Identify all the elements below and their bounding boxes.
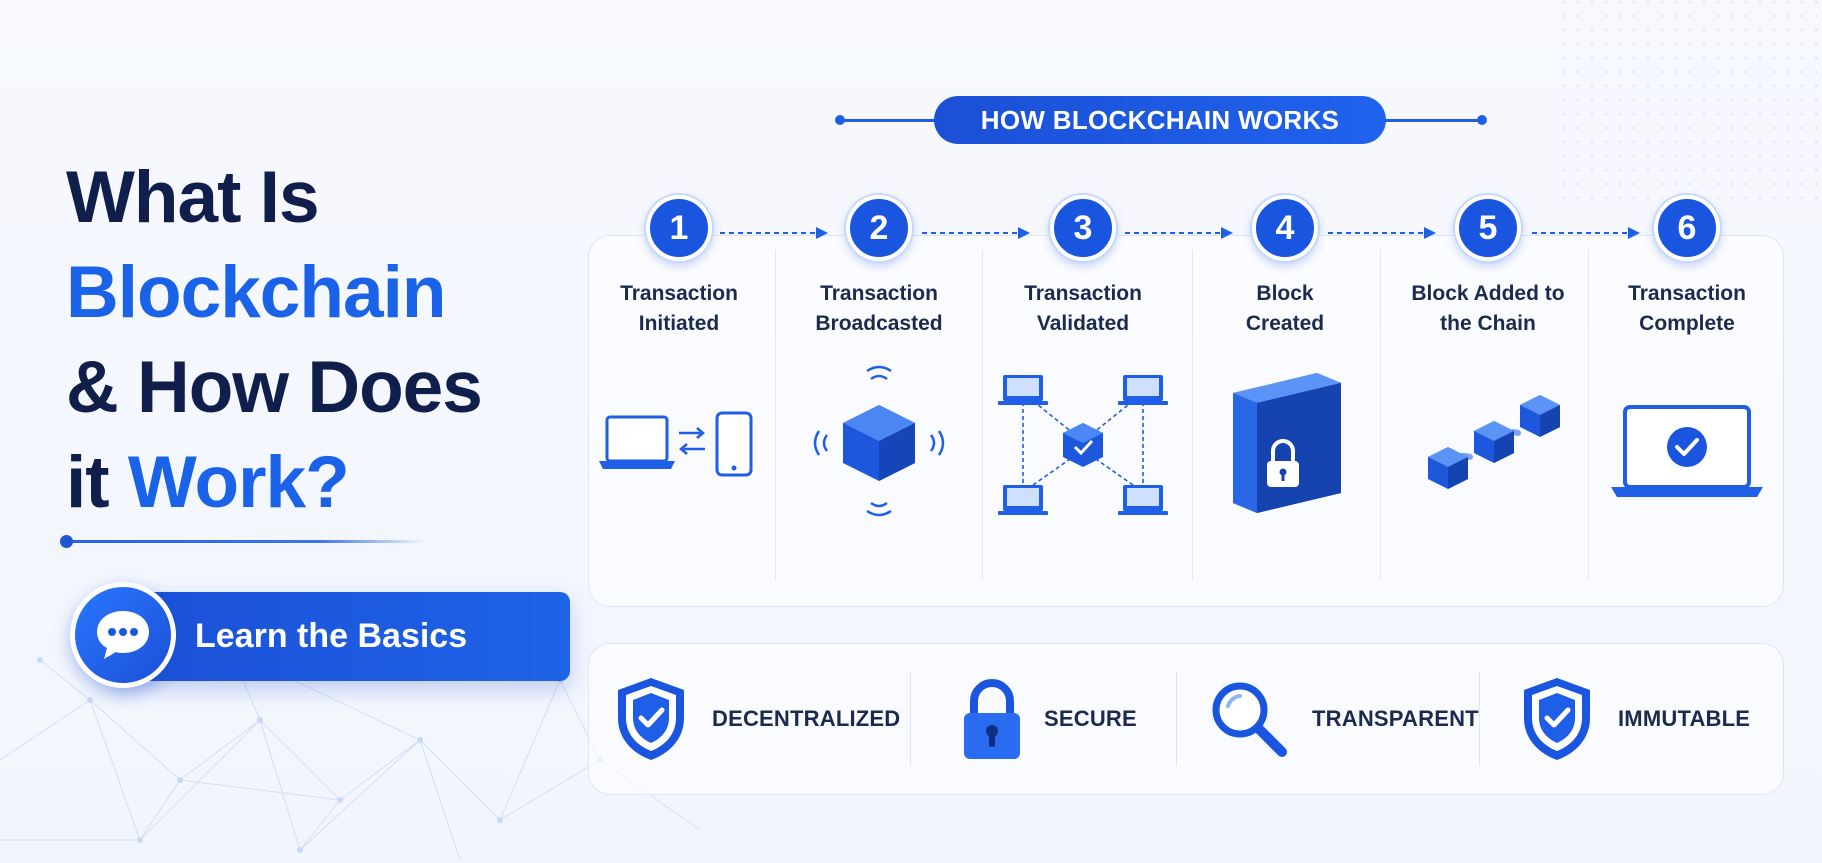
feature-divider (910, 672, 911, 766)
section-badge: HOW BLOCKCHAIN WORKS (934, 96, 1386, 144)
magnifier-icon (1212, 682, 1287, 757)
step-title: Block Created (1185, 279, 1385, 339)
badge-left-line (840, 119, 935, 122)
step-title: Transaction Initiated (579, 279, 779, 339)
step-divider (1192, 250, 1193, 580)
step-divider (982, 250, 983, 580)
feature-divider (1479, 672, 1480, 766)
background-dot-grid (1562, 0, 1822, 200)
step-arrow-icon (1328, 227, 1436, 239)
badge-right-line (1382, 119, 1482, 122)
step-number: 6 (1654, 195, 1720, 261)
laptop-phone-icon (599, 411, 753, 477)
feature-label: TRANSPARENT (1312, 706, 1479, 731)
shield-check-icon (1524, 678, 1590, 760)
step-title-line: Transaction (820, 282, 938, 305)
step-6: 6 Transaction Complete (1587, 195, 1787, 497)
step-title: Transaction Validated (983, 279, 1183, 339)
step-1: 1 Transaction Initiated (579, 195, 779, 477)
step-arrow-icon (720, 227, 828, 239)
step-number: 2 (846, 195, 912, 261)
step-divider (1380, 250, 1381, 580)
step-divider (1588, 250, 1589, 580)
step-title-line: Block Added to (1411, 282, 1565, 305)
step-3: 3 Transaction Validated (983, 195, 1183, 515)
steps-panel (588, 235, 1784, 607)
title-line-2: Blockchain (66, 252, 446, 333)
feature-divider (1176, 672, 1177, 766)
feature-label: SECURE (1044, 706, 1137, 731)
step-title-line: Validated (1036, 312, 1130, 335)
step-4: 4 Block Created (1185, 195, 1385, 513)
step-number: 4 (1252, 195, 1318, 261)
step-title-line: Block (1256, 282, 1314, 305)
step-title-line: Transaction (1628, 282, 1746, 305)
laptop-check-icon (1611, 405, 1763, 497)
step-title-line: Created (1245, 312, 1325, 335)
step-arrow-icon (922, 227, 1030, 239)
padlock-icon (964, 679, 1020, 759)
step-title-line: Transaction (620, 282, 738, 305)
step-title-line: Broadcasted (815, 312, 943, 335)
step-arrow-icon (1125, 227, 1233, 239)
shield-check-icon (618, 678, 684, 760)
broadcast-cube-icon (813, 365, 945, 517)
title-line-4b: Work? (127, 442, 350, 523)
hero-title-block: What Is Blockchain & How Does it Work? (66, 150, 526, 530)
step-title-line: Initiated (638, 312, 720, 335)
page-title: What Is Blockchain & How Does it Work? (66, 150, 526, 530)
step-title: Block Added to the Chain (1388, 279, 1588, 339)
feature-label: IMMUTABLE (1618, 706, 1751, 731)
step-divider (775, 250, 776, 580)
title-line-4a: it (66, 442, 110, 523)
step-number: 1 (646, 195, 712, 261)
step-number: 3 (1050, 195, 1116, 261)
step-title-line: Complete (1639, 312, 1735, 335)
feature-secure: SECURE (960, 672, 1137, 766)
locked-block-icon (1233, 373, 1341, 513)
feature-immutable: IMMUTABLE (1516, 672, 1750, 766)
chained-blocks-icon (1428, 395, 1560, 489)
step-2: 2 Transaction Broadcasted (779, 195, 979, 517)
title-divider (60, 535, 426, 548)
feature-label: DECENTRALIZED (712, 706, 901, 731)
badge-right-dot (1477, 115, 1487, 125)
feature-transparent: TRANSPARENT (1206, 672, 1479, 766)
step-5: 5 Block Added to the Chain (1388, 195, 1588, 489)
step-title: Transaction Broadcasted (779, 279, 979, 339)
cta-label: Learn the Basics (195, 617, 468, 655)
learn-basics-button[interactable]: Learn the Basics (70, 582, 570, 688)
step-title-line: the Chain (1440, 312, 1536, 335)
step-title-line: Transaction (1024, 282, 1142, 305)
step-arrow-icon (1532, 227, 1640, 239)
step-number: 5 (1455, 195, 1521, 261)
step-title: Transaction Complete (1587, 279, 1787, 339)
title-line-3: & How Does (66, 347, 483, 428)
title-line-1: What Is (66, 157, 320, 238)
chat-bubble-icon (70, 582, 176, 688)
network-validation-icon (998, 375, 1168, 515)
feature-decentralized: DECENTRALIZED (610, 672, 900, 766)
cta-pill (110, 592, 570, 681)
